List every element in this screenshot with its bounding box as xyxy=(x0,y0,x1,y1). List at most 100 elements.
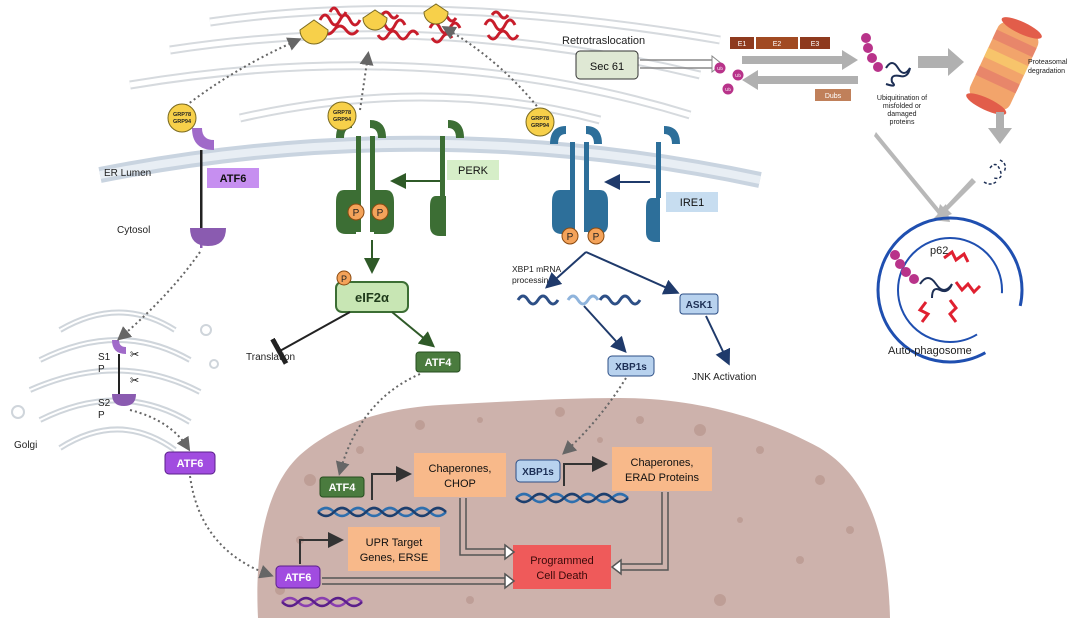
grp78-label: GRP78 xyxy=(173,112,191,118)
upr-target-label-2: Genes, ERSE xyxy=(360,552,428,564)
chaperones-erad-label-1: Chaperones, xyxy=(631,457,694,469)
s2-p-label: P xyxy=(98,410,105,421)
proteasome-to-peptides-arrow xyxy=(988,112,1012,144)
xbp1-splice-arrow xyxy=(583,305,627,353)
ubiquitination-label-4: proteins xyxy=(890,119,915,126)
er-lumen-label: ER Lumen xyxy=(104,168,151,179)
ubiquitination-label-1: Ubiquitination of xyxy=(877,95,927,102)
ire1-to-ask1-arrow xyxy=(585,251,680,295)
to-autophagosome-arrow-1 xyxy=(874,132,950,222)
grp94-label: GRP94 xyxy=(531,123,550,129)
atf6-box-cyto xyxy=(164,451,216,475)
ub-label: Ub xyxy=(717,66,723,71)
proteasome-icon xyxy=(966,17,1042,115)
atf6-sensor xyxy=(190,128,226,248)
translation-inhibition xyxy=(270,311,351,365)
chaperones-chop-label-1: Chaperones, xyxy=(429,463,492,475)
cargo-protein xyxy=(919,277,953,299)
eif2a-phospho xyxy=(336,270,352,286)
p62-label: p62 xyxy=(930,245,948,257)
cell-death-label-1: Programmed xyxy=(530,555,594,567)
retrotranslocation-label: Retrotraslocation xyxy=(562,35,645,47)
atf4-box-cyto xyxy=(415,351,461,373)
ub-chain-left: Ub Ub Ub xyxy=(714,62,744,95)
ub-label: Ub xyxy=(735,73,741,78)
atf4-cyto-label: ATF4 xyxy=(425,357,453,369)
atf4-transcription-arrow xyxy=(371,466,412,500)
eif2a-to-atf4-arrow xyxy=(391,311,436,348)
death-arrows xyxy=(322,492,669,585)
chaperone-release-arrows xyxy=(177,25,541,113)
eif2a-label: eIF2α xyxy=(355,290,389,305)
autophagosome-outer-bottom xyxy=(876,289,1024,364)
chaperones-erad-label-2: ERAD Proteins xyxy=(625,472,699,484)
e2-box xyxy=(756,37,798,49)
er-membrane xyxy=(98,5,762,188)
proteasomal-label-2: degradation xyxy=(1028,68,1065,75)
grp78-label: GRP78 xyxy=(333,110,351,116)
perk-phospho: P P xyxy=(347,203,389,221)
atf6-cleavage: ✂ ✂ xyxy=(112,340,139,406)
ire1-phospho: P P xyxy=(561,227,605,245)
ub-label: Ub xyxy=(725,87,731,92)
e2-label: E2 xyxy=(773,41,782,48)
chaperones-chop-label-2: CHOP xyxy=(444,478,476,490)
upr-target-label-1: UPR Target xyxy=(366,537,423,549)
proteasomal-label-1: Proteasomal xyxy=(1028,59,1068,66)
grp94-label: GRP94 xyxy=(333,117,352,123)
scissors-icon: ✂ xyxy=(130,375,139,387)
death-arrowheads xyxy=(504,543,622,590)
ire1-to-xbp1-arrow xyxy=(545,251,587,289)
atf6-cyto-label: ATF6 xyxy=(177,458,204,470)
ask1-to-jnk-arrow xyxy=(705,315,731,366)
translation-label: Translation xyxy=(246,352,295,363)
autophagosome-outer xyxy=(876,216,1024,291)
ask1-box xyxy=(679,293,719,315)
e3-box xyxy=(800,37,830,49)
grp94-label: GRP94 xyxy=(173,119,192,125)
atf6-box-nuc xyxy=(275,565,321,589)
s2-label: S2 xyxy=(98,398,111,409)
dna-xbp1s-strand xyxy=(515,492,629,504)
ire1-label: IRE1 xyxy=(680,197,704,209)
ubiquitination-label-3: damaged xyxy=(887,111,916,118)
ub-chain-autophagy xyxy=(890,250,919,284)
p-label: P xyxy=(567,232,574,243)
dubs-label: Dubs xyxy=(825,93,842,100)
p-label: P xyxy=(341,274,347,284)
p-label: P xyxy=(377,208,384,219)
p62-zigzags xyxy=(917,249,982,323)
golgi-label: Golgi xyxy=(14,440,37,451)
ire1-box xyxy=(666,192,718,212)
misfolded-protein-ub xyxy=(885,62,911,87)
atf6-to-nucleus-arrow xyxy=(189,475,274,579)
ubiquitination-arrow xyxy=(742,50,858,70)
xbp1s-nuc-label: XBP1s xyxy=(522,467,554,478)
dna-atf6-strand xyxy=(281,596,363,608)
s1-p-label: P xyxy=(98,364,105,375)
chaperone-bound-top xyxy=(299,3,449,45)
grp-ire1: GRP78 GRP94 xyxy=(525,107,555,137)
sec61-box xyxy=(575,50,639,80)
scissors-icon: ✂ xyxy=(130,349,139,361)
degraded-peptides xyxy=(983,159,1007,185)
xbp1-processing-label-2: processing xyxy=(512,275,553,285)
autophagosome-label: Auto-phagosome xyxy=(888,345,972,357)
atf6-box-er xyxy=(207,168,259,188)
sec61-export-arrow xyxy=(640,59,712,69)
xbp1s-box-cyto xyxy=(607,355,655,377)
dna-xbp1s xyxy=(515,492,629,504)
atf6-er-label: ATF6 xyxy=(220,173,247,185)
jnk-label: JNK Activation xyxy=(692,372,756,383)
grp78-label: GRP78 xyxy=(531,116,549,122)
xbp1-mrna-end xyxy=(598,294,642,306)
golgi-inner xyxy=(29,311,201,451)
atf4-box-nuc xyxy=(319,476,365,498)
cell-death-box xyxy=(513,545,611,589)
atf4-nuc-label: ATF4 xyxy=(329,482,357,494)
atf6-to-golgi-arrow xyxy=(116,251,201,341)
dna-atf4-strand xyxy=(317,506,447,518)
e1-label: E1 xyxy=(738,41,747,48)
